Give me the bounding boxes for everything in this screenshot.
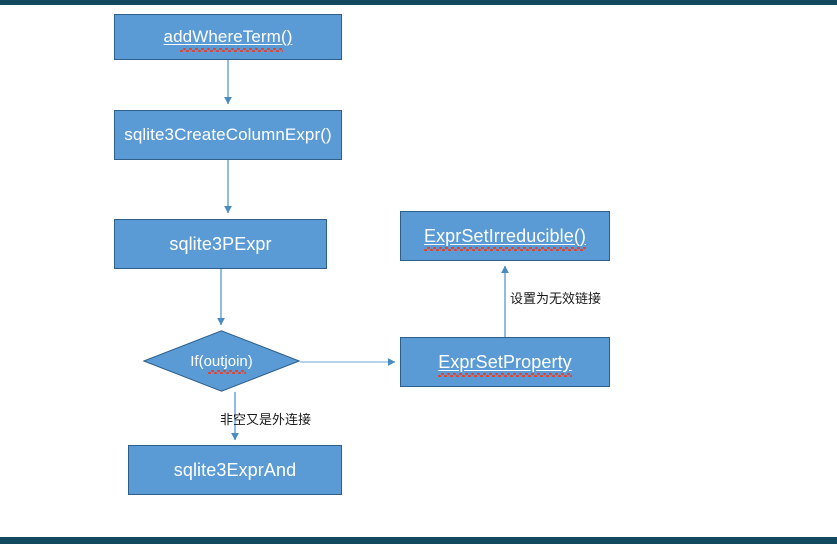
- edge-label-set-invalid-link: 设置为无效链接: [510, 292, 602, 307]
- node-sqlite3exprand-label: sqlite3ExprAnd: [173, 459, 297, 480]
- node-addwhereterm-label: addWhereTerm(): [163, 27, 293, 52]
- node-exprsetirreducible[interactable]: ExprSetIrreducible(): [400, 211, 610, 261]
- node-sqlite3createcolumnexpr[interactable]: sqlite3CreateColumnExpr(): [114, 110, 342, 160]
- node-sqlite3pexpr[interactable]: sqlite3PExpr: [114, 219, 327, 269]
- node-if-outjoin-label-wrap: If(outjoin): [143, 330, 300, 392]
- edge-label-branch-condition: 非空又是外连接: [220, 413, 312, 428]
- bottom-border-bar: [0, 537, 837, 544]
- node-sqlite3createcolumnexpr-label: sqlite3CreateColumnExpr(): [124, 125, 332, 145]
- node-sqlite3pexpr-label: sqlite3PExpr: [169, 233, 272, 254]
- top-border-bar: [0, 0, 837, 5]
- node-exprsetirreducible-label: ExprSetIrreducible(): [423, 225, 587, 251]
- node-if-outjoin[interactable]: If(outjoin): [143, 330, 300, 392]
- node-if-outjoin-label: If(outjoin): [190, 352, 253, 374]
- node-addwhereterm[interactable]: addWhereTerm(): [114, 14, 342, 60]
- node-sqlite3exprand[interactable]: sqlite3ExprAnd: [128, 445, 342, 495]
- node-exprsetproperty[interactable]: ExprSetProperty: [400, 337, 610, 387]
- node-exprsetproperty-label: ExprSetProperty: [438, 351, 572, 377]
